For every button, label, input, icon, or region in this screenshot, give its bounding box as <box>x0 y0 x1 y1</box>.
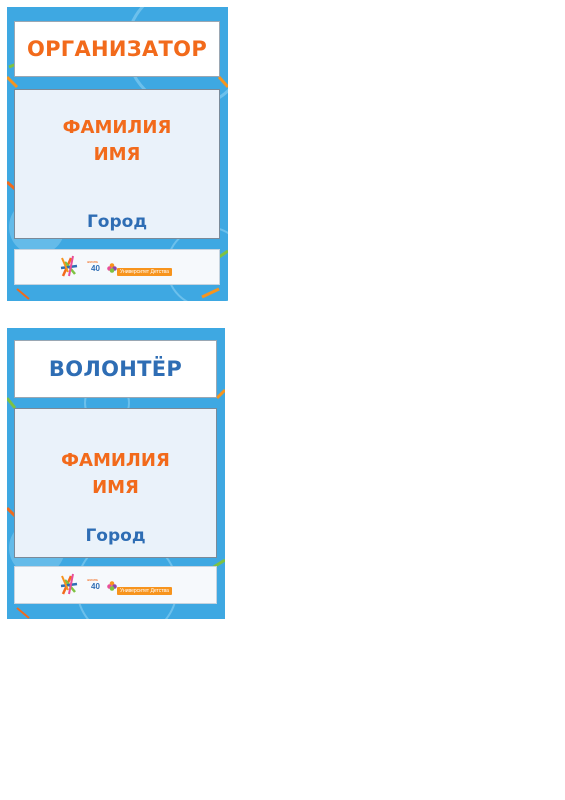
role-title: ВОЛОНТЁР <box>48 357 183 381</box>
anniversary-logo-icon <box>60 573 78 595</box>
logo-small-text: жизнь <box>87 577 99 582</box>
firstname-field: ИМЯ <box>92 477 139 498</box>
badge-organizer: ОРГАНИЗАТОР ФАМИЛИЯ ИМЯ Город жизнь 40 У… <box>7 7 228 301</box>
logo-year: 40 <box>91 264 100 273</box>
flower-icon <box>107 263 117 273</box>
city-field: Город <box>85 526 146 546</box>
name-panel: ФАМИЛИЯ ИМЯ Город <box>14 89 220 239</box>
logo-panel: жизнь 40 Университет Детства <box>14 566 217 604</box>
city-field: Город <box>86 212 148 232</box>
anniversary-logo-icon <box>60 255 78 277</box>
role-panel: ВОЛОНТЁР <box>14 340 217 398</box>
flower-icon <box>107 581 117 591</box>
logo-small-text: жизнь <box>87 259 99 264</box>
university-logo: Университет Детства <box>107 577 172 595</box>
university-logo: Университет Детства <box>107 260 172 276</box>
firstname-field: ИМЯ <box>93 144 141 165</box>
surname-field: ФАМИЛИЯ <box>61 450 170 471</box>
university-label: Университет Детства <box>117 587 172 595</box>
logo-year: 40 <box>91 582 100 591</box>
surname-field: ФАМИЛИЯ <box>62 117 172 138</box>
role-title: ОРГАНИЗАТОР <box>26 37 208 61</box>
badge-volunteer: ВОЛОНТЁР ФАМИЛИЯ ИМЯ Город жизнь 40 Унив… <box>7 328 225 619</box>
role-panel: ОРГАНИЗАТОР <box>14 21 220 77</box>
logo-panel: жизнь 40 Университет Детства <box>14 249 220 285</box>
name-panel: ФАМИЛИЯ ИМЯ Город <box>14 408 217 558</box>
university-label: Университет Детства <box>117 268 172 276</box>
